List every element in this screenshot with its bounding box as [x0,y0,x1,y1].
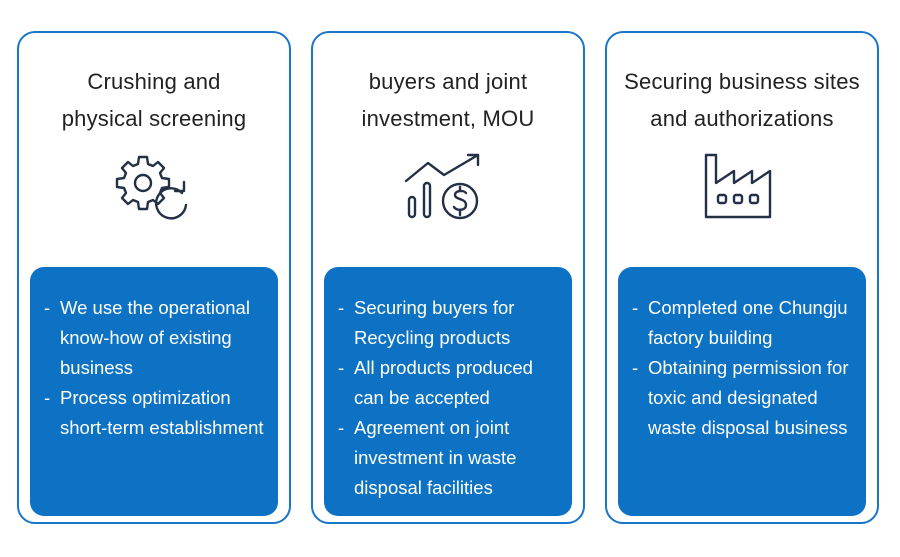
list-item: -Securing buyers for Recycling products [338,293,564,353]
feature-list: -Completed one Chungju factory building … [618,267,866,443]
feature-list: -Securing buyers for Recycling products … [324,267,572,503]
card-crushing-screening: Crushing and physical screening -We use … [17,31,291,524]
bullet-dash: - [44,387,51,408]
list-item: -Agreement on joint investment in waste … [338,413,564,503]
bullet-dash: - [44,297,51,318]
list-item: -Obtaining permission for toxic and desi… [632,353,858,443]
list-item: -All products produced can be accepted [338,353,564,413]
feature-panel: -Completed one Chungju factory building … [618,267,866,516]
list-item: -Process optimization short-term establi… [44,383,270,443]
bullet-dash: - [338,417,345,438]
list-item: -We use the operational know-how of exis… [44,293,270,383]
list-item: -Completed one Chungju factory building [632,293,858,353]
bullet-dash: - [632,297,639,318]
gear-refresh-icon [106,149,202,229]
card-buyers-investment: buyers and joint investment, MOU -Securi… [311,31,585,524]
card-business-sites: Securing business sites and authorizatio… [605,31,879,524]
factory-icon [694,149,790,229]
growth-chart-dollar-icon [400,149,496,229]
bullet-dash: - [338,297,345,318]
feature-list: -We use the operational know-how of exis… [30,267,278,443]
feature-panel: -Securing buyers for Recycling products … [324,267,572,516]
card-title: Crushing and physical screening [61,69,247,131]
feature-panel: -We use the operational know-how of exis… [30,267,278,516]
card-title: Securing business sites and authorizatio… [624,69,860,131]
bullet-dash: - [632,357,639,378]
bullet-dash: - [338,357,345,378]
card-title: buyers and joint investment, MOU [361,69,535,131]
